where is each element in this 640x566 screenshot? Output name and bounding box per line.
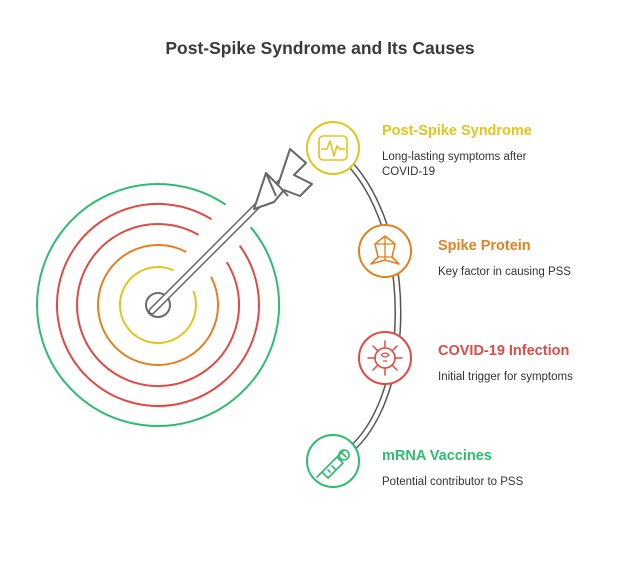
item-title: Post-Spike Syndrome [382,123,532,139]
item-description: Potential contributor to PSS [382,476,524,488]
target-ring-red-inner [76,223,241,388]
virus-icon [358,331,412,385]
arrow-icon [148,148,313,315]
protein-icon [358,224,412,278]
item-covid-19-infection: COVID-19 Infection Initial trigger for s… [438,342,640,385]
item-title: Spike Protein [438,238,531,254]
heartbeat-icon [306,121,360,175]
target-bullseye [145,292,171,318]
item-description: Long-lasting symptoms after COVID-19 [382,151,527,178]
item-description: Key factor in causing PSS [438,266,571,278]
item-title: COVID-19 Infection [438,343,570,359]
item-description: Initial trigger for symptoms [438,371,573,383]
target-ring-orange [97,244,219,366]
item-spike-protein: Spike Protein Key factor in causing PSS [438,237,640,280]
target-ring-yellow [118,265,197,344]
item-title: mRNA Vaccines [382,448,492,464]
item-post-spike-syndrome: Post-Spike Syndrome Long-lasting symptom… [382,122,622,180]
connector-arc [328,144,402,466]
target-ring-red-outer [55,202,260,407]
page-title: Post-Spike Syndrome and Its Causes [165,38,475,58]
target-ring-green [36,183,281,427]
syringe-icon [306,434,360,488]
item-mrna-vaccines: mRNA Vaccines Potential contributor to P… [382,447,622,490]
target [36,183,281,427]
